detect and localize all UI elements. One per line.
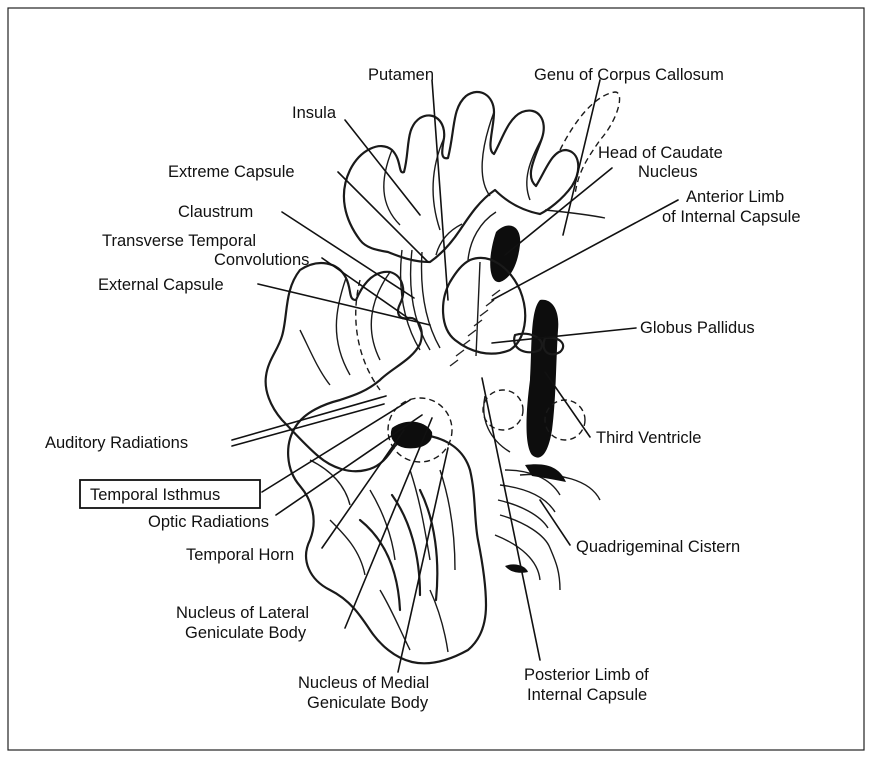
label-posterior-limb-2: Internal Capsule	[527, 686, 647, 704]
label-claustrum: Claustrum	[178, 203, 253, 221]
label-external-capsule: External Capsule	[98, 276, 224, 294]
label-temporal-horn: Temporal Horn	[186, 546, 294, 564]
label-insula: Insula	[292, 104, 337, 122]
label-putamen: Putamen	[368, 66, 434, 84]
label-auditory-radiations: Auditory Radiations	[45, 434, 188, 452]
label-lateral-geniculate-2: Geniculate Body	[185, 624, 307, 642]
label-quadrigeminal-cistern: Quadrigeminal Cistern	[576, 538, 740, 556]
label-medial-geniculate-2: Geniculate Body	[307, 694, 429, 712]
label-head-caudate-1: Head of Caudate	[598, 144, 723, 162]
label-globus-pallidus: Globus Pallidus	[640, 319, 755, 337]
label-transverse-temporal-1: Transverse Temporal	[102, 232, 256, 250]
figure-frame	[8, 8, 864, 750]
label-genu-corpus-callosum: Genu of Corpus Callosum	[534, 66, 724, 84]
label-medial-geniculate-1: Nucleus of Medial	[298, 674, 429, 692]
label-third-ventricle: Third Ventricle	[596, 429, 701, 447]
label-lateral-geniculate-1: Nucleus of Lateral	[176, 604, 309, 622]
label-head-caudate-2: Nucleus	[638, 163, 698, 181]
label-temporal-isthmus: Temporal Isthmus	[90, 486, 220, 504]
label-extreme-capsule: Extreme Capsule	[168, 163, 295, 181]
label-anterior-limb-2: of Internal Capsule	[662, 208, 801, 226]
label-transverse-temporal-2: Convolutions	[214, 251, 309, 269]
label-posterior-limb-1: Posterior Limb of	[524, 666, 649, 684]
label-anterior-limb-1: Anterior Limb	[686, 188, 784, 206]
label-optic-radiations: Optic Radiations	[148, 513, 269, 531]
